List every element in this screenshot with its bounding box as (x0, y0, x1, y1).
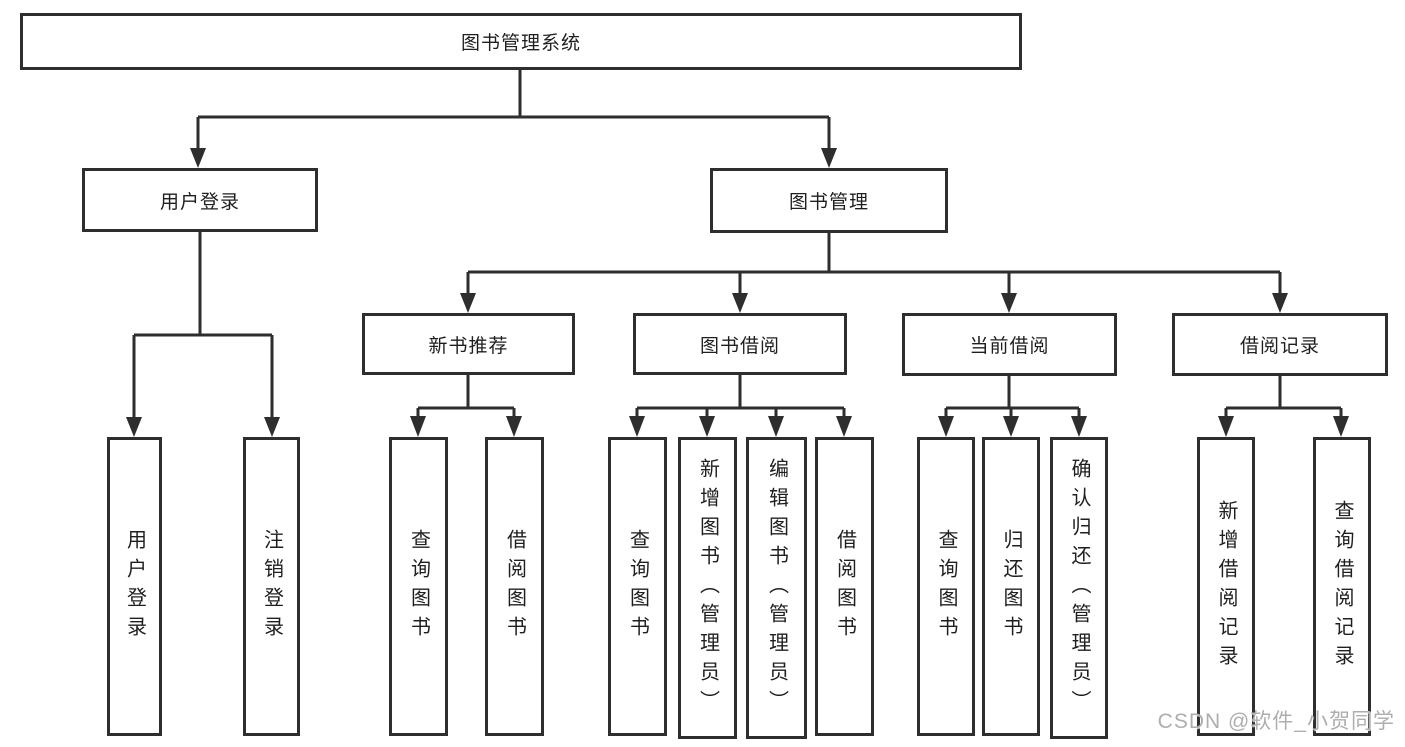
arrowhead-br-add (1218, 416, 1234, 437)
arrowhead-user-login (190, 148, 206, 168)
leaf-bb-query-books: 查询图书 (608, 437, 667, 736)
node-borrowing-records: 借阅记录 (1172, 313, 1388, 376)
node-new-book-recommendation: 新书推荐 (362, 313, 575, 375)
arrowhead-leaf-logout (264, 417, 280, 437)
leaf-cb-confirm-return-admin: 确认归还（管理员） (1050, 437, 1108, 739)
watermark: CSDN @软件_小贺同学 (1157, 710, 1395, 733)
node-book-management: 图书管理 (710, 168, 948, 233)
arrowhead-nbr-borrow (506, 416, 522, 437)
arrowhead-book-management (821, 148, 837, 168)
arrowhead-current-borrowing (1001, 293, 1017, 313)
arrowhead-cb-return (1003, 416, 1019, 437)
leaf-nbr-borrow-books: 借阅图书 (485, 437, 544, 736)
node-user-login: 用户登录 (82, 168, 318, 232)
arrowhead-nbr-query (410, 416, 426, 437)
leaf-bb-edit-books-admin: 编辑图书（管理员） (746, 437, 807, 739)
arrowhead-cb-query (938, 416, 954, 437)
leaf-user-login: 用户登录 (107, 437, 162, 736)
arrowhead-cb-confirm (1071, 416, 1087, 437)
arrowhead-bb-query (629, 416, 645, 437)
arrowhead-bb-edit (768, 416, 784, 437)
leaf-bb-borrow-books: 借阅图书 (815, 437, 874, 736)
leaf-logout: 注销登录 (243, 437, 300, 736)
arrowhead-bb-add (699, 416, 715, 437)
arrowhead-new-book-recommendation (460, 293, 476, 313)
arrowhead-borrowing-records (1272, 293, 1288, 313)
arrowhead-br-query (1333, 416, 1349, 437)
node-book-borrowing: 图书借阅 (633, 313, 847, 375)
arrowhead-book-borrowing (732, 293, 748, 313)
leaf-cb-return-books: 归还图书 (982, 437, 1040, 736)
arrowhead-leaf-user-login (126, 417, 142, 437)
leaf-nbr-query-books: 查询图书 (389, 437, 448, 736)
leaf-cb-query-books: 查询图书 (917, 437, 975, 736)
arrowhead-bb-borrow (836, 416, 852, 437)
leaf-bb-add-books-admin: 新增图书（管理员） (678, 437, 737, 739)
leaf-br-add-borrow-record: 新增借阅记录 (1197, 437, 1255, 736)
leaf-br-query-borrow-record: 查询借阅记录 (1313, 437, 1371, 736)
node-current-borrowing: 当前借阅 (902, 313, 1117, 376)
node-root: 图书管理系统 (20, 13, 1022, 70)
